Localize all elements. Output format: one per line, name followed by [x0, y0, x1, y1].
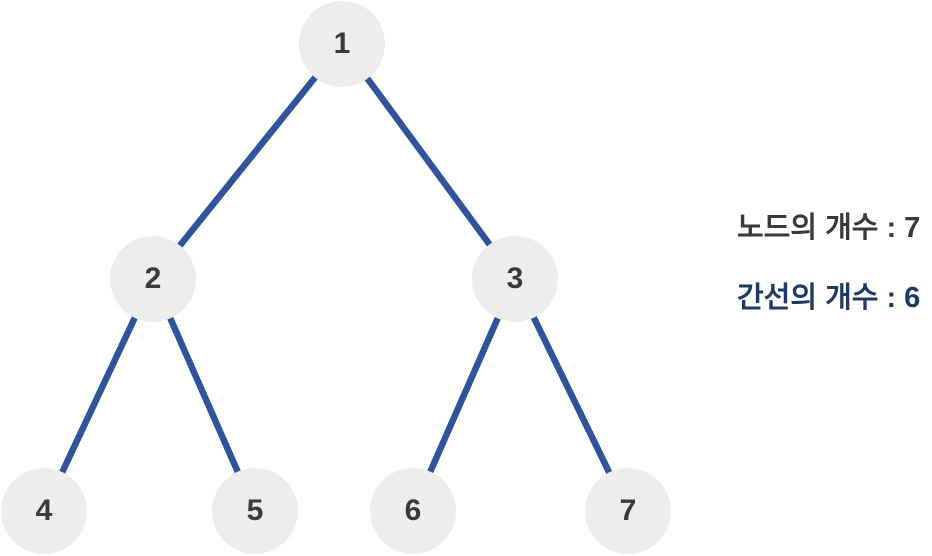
- edge-1-2: [149, 40, 346, 283]
- node-label: 7: [619, 494, 637, 527]
- edge-count-label: 간선의 개수 :: [737, 282, 897, 314]
- tree-node-2: 2: [110, 236, 196, 322]
- stats-panel: 노드의 개수 :7 간선의 개수 :6: [737, 211, 920, 315]
- tree-node-4: 4: [1, 468, 87, 554]
- edge-count-value: 6: [904, 282, 921, 314]
- tree-node-3: 3: [472, 236, 558, 322]
- node-count-label: 노드의 개수 :: [737, 212, 897, 244]
- node-count-value: 7: [904, 212, 921, 244]
- tree-node-1: 1: [299, 1, 385, 87]
- node-label: 4: [35, 494, 53, 527]
- node-count-text: 노드의 개수 :7: [737, 211, 920, 245]
- node-label: 5: [246, 494, 264, 527]
- node-label: 2: [144, 262, 162, 295]
- node-label: 1: [333, 27, 351, 60]
- node-label: 3: [506, 262, 524, 295]
- tree-node-5: 5: [212, 468, 298, 554]
- tree-node-7: 7: [585, 468, 671, 554]
- tree-node-6: 6: [370, 468, 456, 554]
- edge-1-3: [338, 40, 519, 283]
- edge-count-text: 간선의 개수 :6: [737, 281, 920, 315]
- node-label: 6: [404, 494, 422, 527]
